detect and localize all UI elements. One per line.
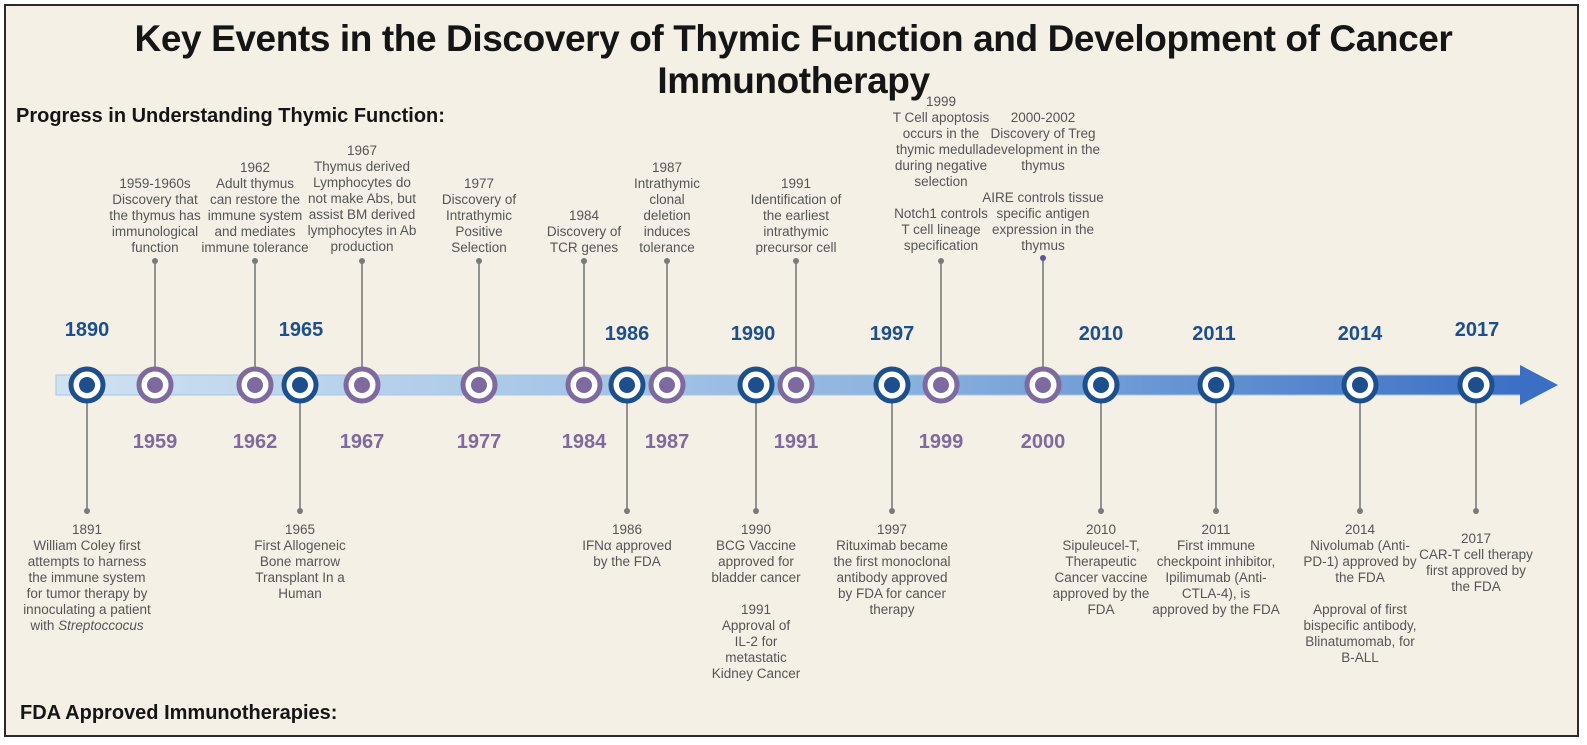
fda-event-text: 1891 William Coley first attempts to har… (23, 522, 151, 633)
fda-connector-dot (1098, 508, 1104, 514)
thymic-event-text: 1962 Adult thymus can restore the immune… (201, 160, 309, 255)
event-text-italic: Streptoccocus (58, 618, 144, 633)
thymic-connector-dot (938, 258, 944, 264)
thymic-year-1984: 1984 (561, 431, 607, 453)
thymic-event-text: 2000-2002 Discovery of Treg development … (982, 110, 1104, 253)
fda-connector-dot (1357, 508, 1363, 514)
thymic-connector-dot (1040, 255, 1046, 261)
thymic-year-1977: 1977 (456, 431, 502, 453)
thymic-connector-dot (152, 258, 158, 264)
thymic-marker-2000 (1024, 366, 1062, 404)
thymic-marker-1959 (136, 366, 174, 404)
fda-year-2017: 2017 (1454, 319, 1500, 341)
fda-connector-dot (297, 508, 303, 514)
thymic-event-text: 1987 Intrathymic clonal deletion induces… (633, 160, 701, 255)
thymic-connector-dot (359, 258, 365, 264)
thymic-marker-1977 (460, 366, 498, 404)
thymic-year-2000: 2000 (1020, 431, 1066, 453)
fda-marker-2014 (1341, 366, 1379, 404)
thymic-event-text: 1991 Identification of the earliest intr… (750, 176, 842, 255)
fda-year-2010: 2010 (1078, 323, 1124, 345)
thymic-marker-1991 (777, 366, 815, 404)
figure-frame: Key Events in the Discovery of Thymic Fu… (4, 4, 1579, 737)
fda-event-text: 2014 Nivolumab (Anti- PD-1) approved by … (1303, 522, 1417, 665)
connector-lines (84, 255, 1479, 514)
fda-connector-dot (1213, 508, 1219, 514)
thymic-marker-1999 (922, 366, 960, 404)
fda-year-1890: 1890 (64, 319, 110, 341)
fda-event-text: 1986 IFNα approved by the FDA (582, 522, 672, 569)
fda-event-text: 1990 BCG Vaccine approved for bladder ca… (711, 522, 801, 681)
timeline-markers (68, 366, 1495, 404)
thymic-section-label: Progress in Understanding Thymic Functio… (16, 105, 445, 127)
fda-connector-dot (753, 508, 759, 514)
fda-marker-1965 (281, 366, 319, 404)
fda-year-2014: 2014 (1337, 323, 1383, 345)
fda-marker-2017 (1457, 366, 1495, 404)
fda-marker-2010 (1082, 366, 1120, 404)
thymic-year-1999: 1999 (918, 431, 964, 453)
fda-connector-dot (889, 508, 895, 514)
fda-connector-dot (624, 508, 630, 514)
fda-marker-1997 (873, 366, 911, 404)
thymic-event-text: 1984 Discovery of TCR genes (546, 208, 622, 255)
fda-event-text: 1997 Rituximab became the first monoclon… (833, 522, 951, 617)
fda-year-1990: 1990 (730, 323, 776, 345)
thymic-marker-1987 (648, 366, 686, 404)
thymic-connector-dot (476, 258, 482, 264)
thymic-year-1967: 1967 (339, 431, 385, 453)
fda-year-1986: 1986 (604, 323, 650, 345)
thymic-marker-1984 (565, 366, 603, 404)
fda-connector-dot (84, 508, 90, 514)
thymic-event-text: 1959-1960s Discovery that the thymus has… (109, 176, 201, 255)
thymic-connector-dot (581, 258, 587, 264)
page-title: Key Events in the Discovery of Thymic Fu… (134, 18, 1453, 101)
fda-connector-dot (1473, 508, 1479, 514)
thymic-event-text: 1977 Discovery of Intrathymic Positive S… (441, 176, 517, 255)
fda-year-1965: 1965 (278, 319, 324, 341)
fda-marker-1990 (737, 366, 775, 404)
timeline-arrowhead (1520, 365, 1558, 405)
thymic-year-1962: 1962 (232, 431, 278, 453)
fda-marker-1986 (608, 366, 646, 404)
fda-event-text: 1965 First Allogeneic Bone marrow Transp… (254, 522, 346, 601)
fda-marker-2011 (1197, 366, 1235, 404)
fda-year-1997: 1997 (869, 323, 915, 345)
fda-event-text: 2017 CAR-T cell therapy first approved b… (1419, 531, 1533, 594)
thymic-year-1959: 1959 (132, 431, 178, 453)
timeline (55, 255, 1558, 514)
thymic-connector-dot (793, 258, 799, 264)
thymic-year-1991: 1991 (773, 431, 819, 453)
thymic-marker-1962 (236, 366, 274, 404)
fda-section-label: FDA Approved Immunotherapies: (20, 702, 338, 724)
fda-marker-1890 (68, 366, 106, 404)
fda-event-text: 2010 Sipuleucel-T, Therapeutic Cancer va… (1052, 522, 1150, 617)
thymic-event-text: 1999 T Cell apoptosis occurs in the thym… (892, 94, 990, 253)
fda-year-2011: 2011 (1192, 323, 1236, 345)
thymic-marker-1967 (343, 366, 381, 404)
thymic-connector-dot (252, 258, 258, 264)
thymic-year-1987: 1987 (644, 431, 690, 453)
fda-event-text: 2011 First immune checkpoint inhibitor, … (1152, 522, 1280, 617)
thymic-connector-dot (664, 258, 670, 264)
thymic-event-text: 1967 Thymus derived Lymphocytes do not m… (307, 143, 417, 254)
